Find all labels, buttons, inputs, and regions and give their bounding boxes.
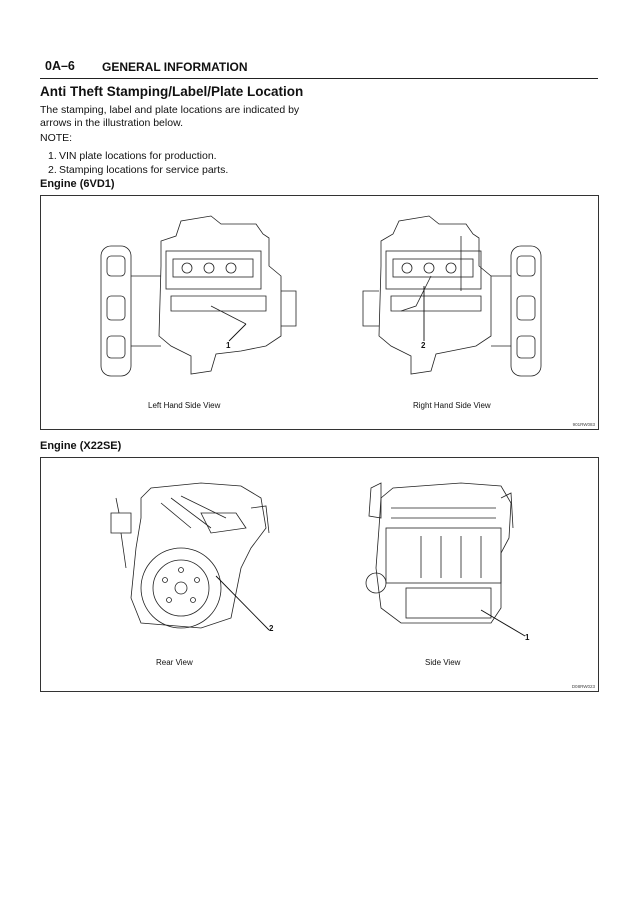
figure1-code: 901RW083: [572, 422, 595, 427]
list-item-text: VIN plate locations for production.: [59, 150, 217, 162]
callout-1: 1: [525, 633, 530, 642]
page-header: 0A–6 GENERAL INFORMATION: [40, 58, 598, 79]
note-label: NOTE:: [40, 132, 73, 144]
rear-view-caption: Rear View: [156, 658, 193, 667]
page-number: 0A–6: [45, 59, 75, 73]
intro-text: The stamping, label and plate locations …: [40, 104, 300, 129]
list-item-number: 2.: [48, 164, 57, 176]
section-title: GENERAL INFORMATION: [102, 60, 248, 74]
callout-2: 2: [269, 624, 274, 633]
figure1-illustration: 1 2 Left Hand Side View Right Hand Side …: [40, 195, 599, 430]
list-item: 2.Stamping locations for service parts.: [48, 163, 228, 177]
note-list: 1.VIN plate locations for production. 2.…: [48, 149, 228, 177]
callout-2: 2: [421, 341, 426, 350]
figure2-illustration: 2 1 Rear View Side View D08RW023: [40, 457, 599, 692]
engine-x22se-drawing: [110, 482, 526, 637]
page-title: Anti Theft Stamping/Label/Plate Location: [40, 84, 304, 99]
right-hand-side-caption: Right Hand Side View: [413, 401, 491, 410]
list-item-text: Stamping locations for service parts.: [59, 164, 229, 176]
figure2-label: Engine (X22SE): [40, 440, 122, 452]
figure2-code: D08RW023: [571, 684, 595, 689]
figure1-label: Engine (6VD1): [40, 178, 115, 190]
list-item: 1.VIN plate locations for production.: [48, 149, 228, 163]
side-view-caption: Side View: [425, 658, 461, 667]
engine-6vd1-drawing: [100, 215, 542, 377]
left-hand-side-caption: Left Hand Side View: [148, 401, 221, 410]
callout-1: 1: [226, 341, 231, 350]
list-item-number: 1.: [48, 150, 57, 162]
